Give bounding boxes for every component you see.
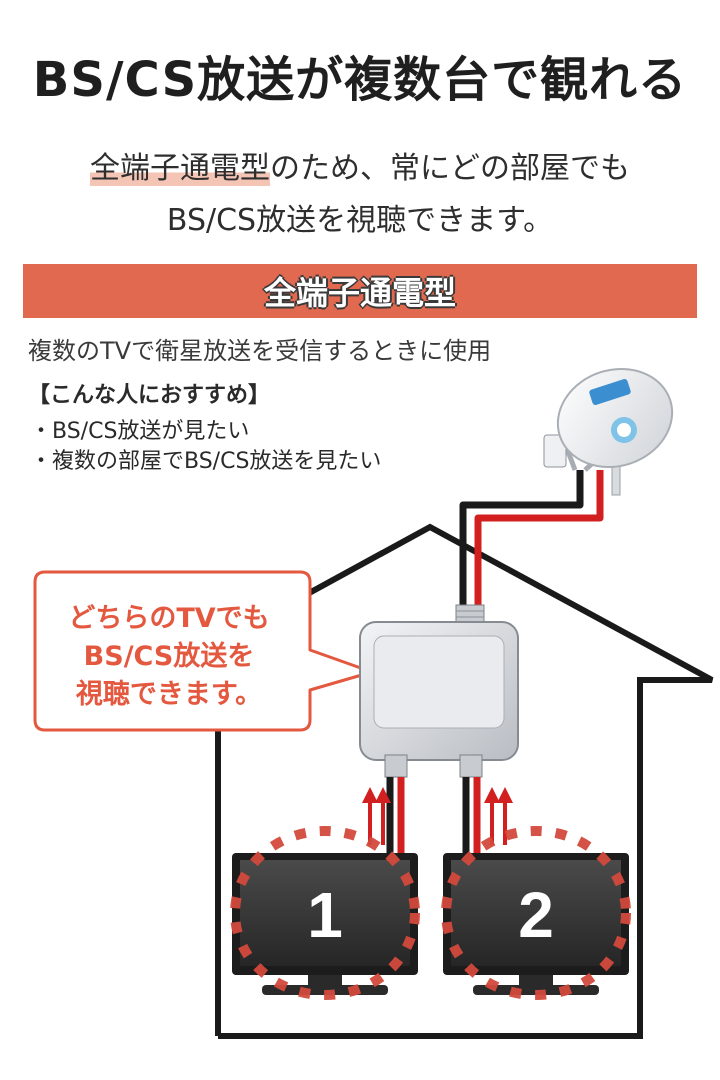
page-title: BS/CS放送が複数台で観れる	[32, 52, 688, 108]
recommend-item: ・複数の部屋でBS/CS放送を見たい	[30, 449, 382, 474]
tv-1-number: 1	[307, 879, 343, 951]
bubble-line: 視聴できます。	[75, 679, 263, 710]
recommend-heading: 【こんな人におすすめ】	[28, 383, 271, 408]
recommend-item: ・BS/CS放送が見たい	[30, 419, 250, 444]
recommend-list: ・BS/CS放送が見たい ・複数の部屋でBS/CS放送を見たい	[30, 417, 381, 477]
lead-highlight: 全端子通電型	[90, 151, 270, 186]
bubble-line: BS/CS放送を	[83, 641, 255, 672]
lead-line-1-rest: のため、常にどの部屋でも	[270, 151, 630, 186]
speech-bubble	[33, 570, 374, 732]
bubble-line: どちらのTVでも	[68, 603, 270, 634]
tv-cables	[386, 777, 481, 855]
lead-line-2: BS/CS放送を視聴できます。	[166, 203, 554, 238]
tv-2-number: 2	[518, 879, 554, 951]
usage-description: 複数のTVで衛星放送を受信するときに使用	[28, 337, 492, 365]
lead-line-1: 全端子通電型のため、常にどの部屋でも	[0, 143, 720, 187]
tv-1-icon	[232, 853, 418, 995]
tv-2-icon	[443, 853, 629, 995]
signal-arrows	[362, 787, 513, 845]
section-band: 全端子通電型	[23, 264, 697, 318]
satellite-dish-icon	[543, 367, 674, 496]
tv-2-signal-ring	[441, 826, 631, 1000]
splitter-icon	[359, 604, 519, 778]
main-cable	[459, 470, 604, 620]
section-band-label: 全端子通電型	[263, 274, 456, 312]
bubble-text: どちらのTVでも BS/CS放送を 視聴できます。	[38, 600, 300, 714]
tv-1-signal-ring	[230, 826, 420, 1000]
